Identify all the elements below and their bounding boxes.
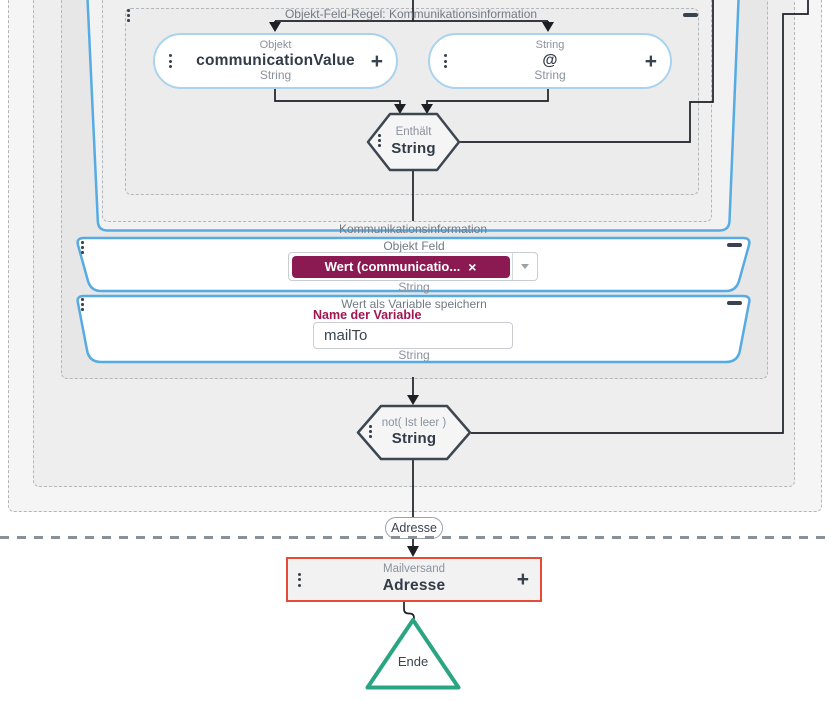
selected-value-chip[interactable]: Wert (communicatio... × xyxy=(291,255,510,278)
objekt-feld-type: String xyxy=(398,280,430,294)
kommunikationsinformation-label: Kommunikationsinformation xyxy=(338,222,488,236)
node1-value: communicationValue xyxy=(196,51,355,69)
mailversand-add-button[interactable]: + xyxy=(516,568,529,591)
chip-remove-icon[interactable]: × xyxy=(468,258,477,275)
node-at-string[interactable]: String @ String + xyxy=(428,33,672,89)
select-caret-button[interactable] xyxy=(512,253,537,280)
objekt-feld-collapse-button[interactable] xyxy=(727,243,742,247)
node-communication-value[interactable]: Objekt communicationValue String + xyxy=(153,33,398,89)
mailversand-menu-icon[interactable] xyxy=(298,572,301,587)
not-hexagon-shape[interactable] xyxy=(356,404,472,461)
arrowhead-enthaelt-right xyxy=(421,104,433,114)
connector-right-feeder-to-not xyxy=(471,0,809,434)
chip-label: Wert (communicatio... xyxy=(324,259,461,274)
node1-category: Objekt xyxy=(259,38,292,51)
wert-variable-collapse-button[interactable] xyxy=(727,301,742,305)
node2-category: String xyxy=(535,38,565,51)
objekt-feld-regel-menu-icon[interactable] xyxy=(127,9,130,22)
connectors xyxy=(274,0,809,621)
enthaelt-operator[interactable]: Enthält String xyxy=(368,114,459,170)
wert-variable-title: Wert als Variable speichern xyxy=(341,297,487,311)
ende-triangle-shape[interactable] xyxy=(365,618,461,690)
node1-menu-icon[interactable] xyxy=(169,54,172,68)
node1-add-button[interactable]: + xyxy=(370,49,383,73)
mailversand-node[interactable]: Mailversand Adresse + xyxy=(286,557,542,602)
wert-variable-menu-icon[interactable] xyxy=(81,298,84,311)
ende-label: Ende xyxy=(397,654,429,669)
variable-name-input[interactable] xyxy=(313,322,513,349)
objekt-feld-regel-collapse-button[interactable] xyxy=(683,13,698,17)
not-menu-icon[interactable] xyxy=(369,425,372,438)
connector-enthaelt-right-up xyxy=(459,0,714,143)
connector-mail-to-ende xyxy=(403,602,415,621)
objekt-feld-select[interactable]: Wert (communicatio... × xyxy=(288,252,538,281)
not-type: String xyxy=(391,430,437,448)
objekt-feld-menu-icon[interactable] xyxy=(81,241,84,254)
node2-type: String xyxy=(534,68,566,83)
node2-add-button[interactable]: + xyxy=(644,49,657,73)
edge-label-text: Adresse xyxy=(391,521,437,535)
connector-top-trunk xyxy=(274,0,549,23)
section-divider xyxy=(0,536,830,539)
connector-node2-to-enthaelt xyxy=(426,88,549,104)
wert-variable-type: String xyxy=(398,348,430,362)
enthaelt-menu-icon[interactable] xyxy=(378,134,381,147)
chevron-down-icon xyxy=(521,264,529,269)
objekt-feld-title: Objekt Feld xyxy=(383,239,445,253)
arrowhead-node2 xyxy=(542,22,554,32)
arrowhead-mail xyxy=(407,546,419,557)
edge-label-adresse[interactable]: Adresse xyxy=(385,517,443,539)
node2-value: @ xyxy=(542,51,558,69)
enthaelt-hexagon-shape[interactable] xyxy=(366,112,461,172)
node2-menu-icon[interactable] xyxy=(444,54,447,68)
enthaelt-label: Enthält xyxy=(395,126,432,139)
connector-node1-to-enthaelt xyxy=(274,89,401,104)
objekt-feld-regel-title: Objekt-Feld-Regel: Kommunikationsinforma… xyxy=(284,7,538,21)
node1-type: String xyxy=(259,68,292,83)
mailversand-category: Mailversand xyxy=(382,563,445,576)
not-label: not( Ist leer ) xyxy=(381,416,447,429)
arrowhead-not xyxy=(407,395,419,405)
enthaelt-type: String xyxy=(391,139,436,157)
arrowheads xyxy=(269,22,554,557)
not-isempty-operator[interactable]: not( Ist leer ) String xyxy=(358,406,470,459)
arrowhead-enthaelt-left xyxy=(394,104,406,114)
variable-name-label: Name der Variable xyxy=(313,308,422,322)
arrowhead-node1 xyxy=(269,22,281,32)
mailversand-value: Adresse xyxy=(382,577,446,595)
